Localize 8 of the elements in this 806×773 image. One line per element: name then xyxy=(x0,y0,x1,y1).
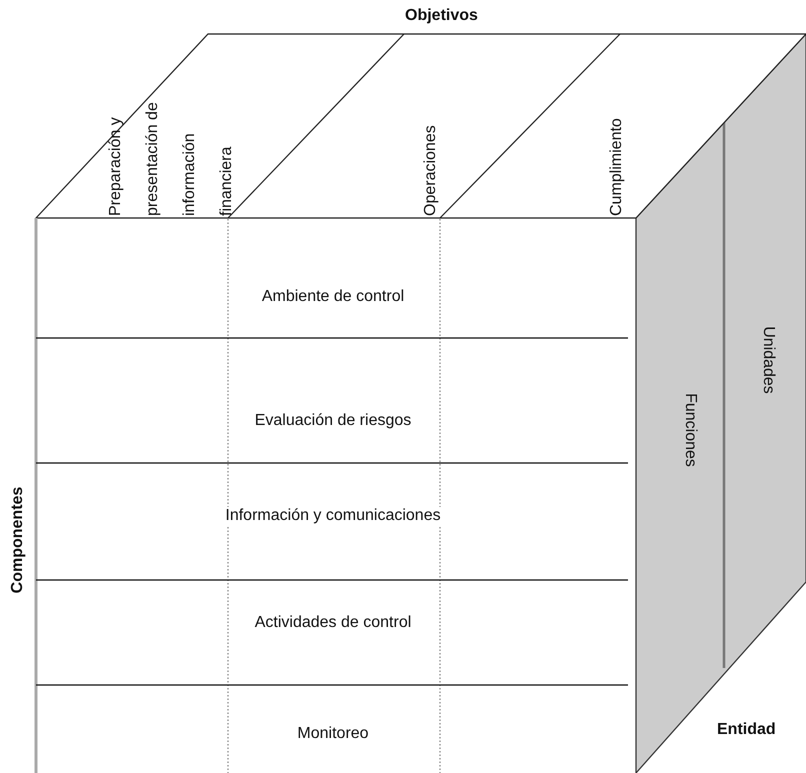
axis-title: Componentes xyxy=(8,486,27,596)
objective-label: Preparación y presentación de información financiera xyxy=(97,91,245,216)
entity-label: Funciones xyxy=(677,330,703,530)
axis-title: Objetivos xyxy=(405,7,478,25)
entity-label: Unidades xyxy=(755,260,781,460)
objective-label: Cumplimiento xyxy=(598,66,635,216)
objective-label: Operaciones xyxy=(412,66,449,216)
axis-title: Entidad xyxy=(717,721,776,739)
